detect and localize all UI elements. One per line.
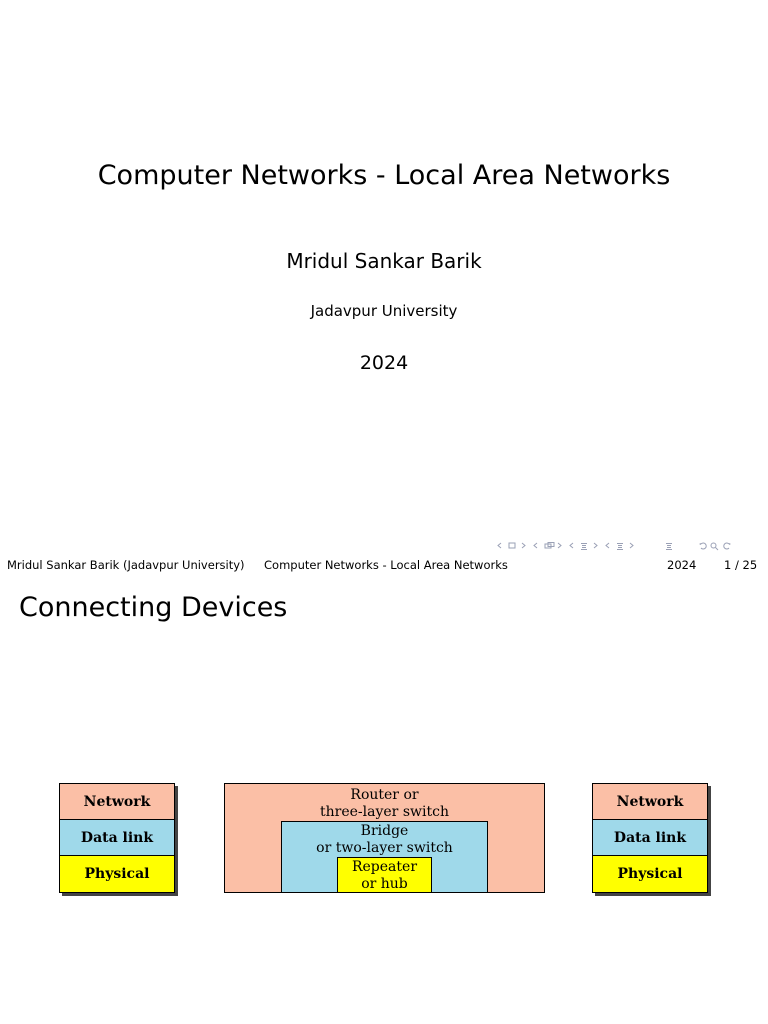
right-network-layer: Network: [593, 784, 707, 820]
presentation-title: Computer Networks - Local Area Networks: [97, 160, 671, 191]
presentation-author: Mridul Sankar Barik: [286, 249, 482, 273]
frame-title: Connecting Devices: [19, 592, 288, 623]
left-datalink-layer: Data link: [60, 820, 174, 856]
right-physical-layer: Physical: [593, 856, 707, 892]
left-network-layer: Network: [60, 784, 174, 820]
arrow-right-icon[interactable]: [520, 542, 527, 549]
presentation-institute: Jadavpur University: [310, 302, 458, 320]
repeater-label-line1: Repeater: [351, 859, 418, 875]
arrow-right-icon[interactable]: [556, 542, 563, 549]
footer-date: 2024: [667, 558, 697, 572]
arrow-left-icon[interactable]: [496, 542, 503, 549]
footer-title: Computer Networks - Local Area Networks: [264, 558, 508, 572]
left-layer-stack: Network Data link Physical: [59, 783, 175, 893]
repeater-label-line2: or hub: [361, 876, 408, 892]
footer-page-number: 1 / 25: [724, 558, 758, 572]
right-datalink-layer: Data link: [593, 820, 707, 856]
redo-icon[interactable]: [722, 542, 731, 549]
left-physical-layer: Physical: [60, 856, 174, 892]
arrow-left-icon[interactable]: [604, 542, 611, 549]
section-icon[interactable]: [580, 542, 587, 550]
subsection-icon[interactable]: [544, 541, 555, 549]
connecting-devices-slide: Connecting Devices Network Data link Phy…: [0, 580, 768, 1024]
beamer-navigation-bar: [496, 538, 731, 552]
section-icon[interactable]: [616, 542, 623, 550]
search-icon[interactable]: [710, 542, 719, 550]
arrow-left-icon[interactable]: [568, 542, 575, 549]
bridge-label-line1: Bridge: [360, 823, 409, 839]
footer-author: Mridul Sankar Barik (Jadavpur University…: [7, 558, 245, 572]
align-icon[interactable]: [665, 542, 672, 550]
title-slide: Computer Networks - Local Area Networks …: [0, 160, 768, 572]
presentation-date: 2024: [359, 352, 409, 374]
bridge-label-line2: or two-layer switch: [316, 840, 453, 856]
frame-icon[interactable]: [508, 542, 516, 549]
undo-icon[interactable]: [698, 542, 707, 549]
router-label-line1: Router or: [350, 787, 419, 803]
arrow-right-icon[interactable]: [628, 542, 635, 549]
repeater-box: Repeater or hub: [337, 857, 432, 893]
arrow-right-icon[interactable]: [592, 542, 599, 549]
right-layer-stack: Network Data link Physical: [592, 783, 708, 893]
slide-footer: Mridul Sankar Barik (Jadavpur University…: [0, 558, 768, 572]
arrow-left-icon[interactable]: [532, 542, 539, 549]
router-label-line2: three-layer switch: [320, 804, 449, 820]
